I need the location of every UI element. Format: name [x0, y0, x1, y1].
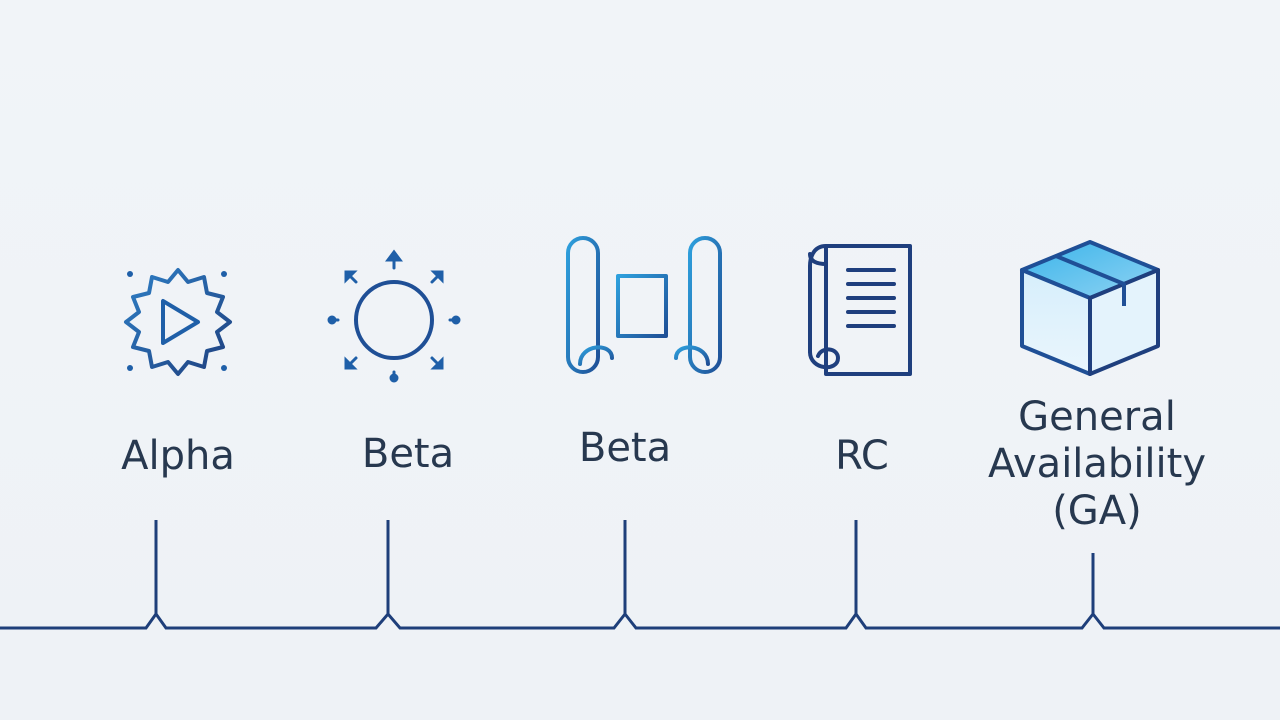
milestone-label-rc: RC: [835, 433, 889, 479]
milestone-label-ga: General Availability (GA): [987, 394, 1207, 534]
milestone-label-beta-1: Beta: [361, 431, 455, 477]
document-scroll-icon: [808, 244, 912, 376]
blueprint-scroll-icon: [566, 236, 722, 374]
sun-rays-icon: [327, 249, 461, 383]
milestone-label-beta-2: Beta: [578, 425, 672, 471]
timeline-baseline: [0, 611, 1280, 630]
package-box-icon: [1020, 240, 1160, 376]
milestone-label-alpha: Alpha: [121, 433, 235, 479]
play-badge-icon: [124, 268, 232, 376]
